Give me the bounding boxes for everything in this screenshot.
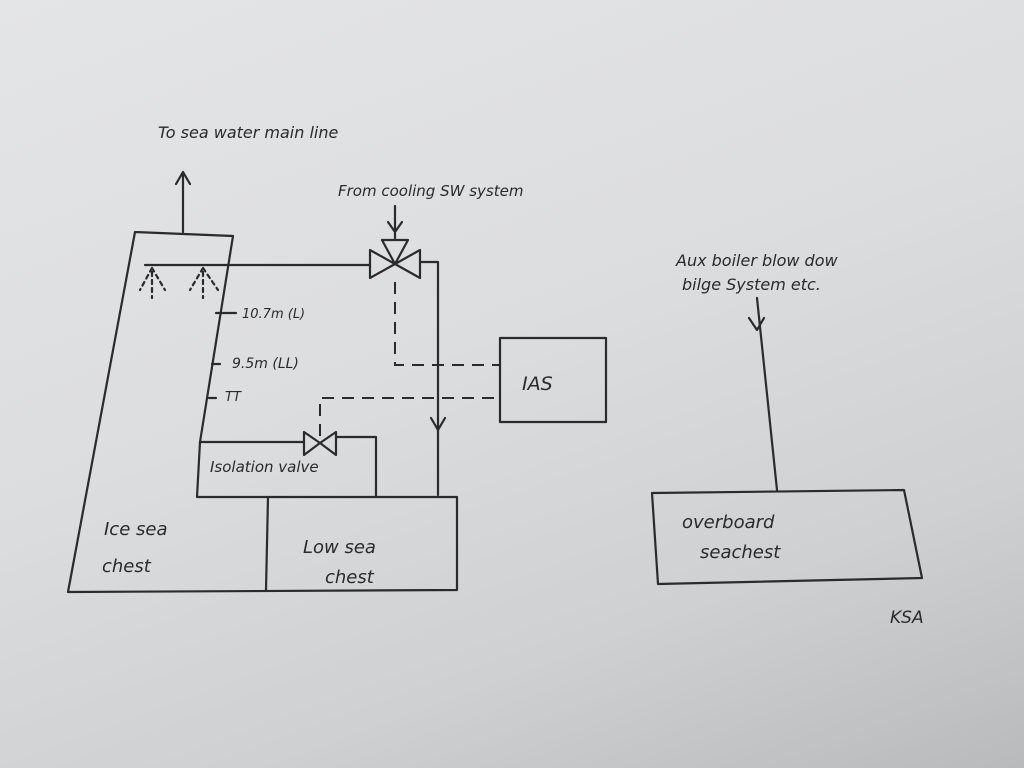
chest-divider [264,495,270,592]
to-main-line-label: To sea water main line [158,123,339,142]
low-sea-chest-label: Low sea [303,537,376,558]
isolation-valve-icon [302,430,338,457]
level-ll-label: 9.5m (LL) [232,356,299,372]
overboard-inlet-pipe [747,296,779,492]
overboard-label: overboard [682,512,775,533]
level-l-label: 10.7m (L) [242,307,305,322]
isolation-outlet-pipe [334,435,378,499]
aux-boiler-label: Aux boiler blow dow [675,251,838,270]
ias-label: IAS [522,373,553,395]
bypass-pipe [418,260,447,497]
ice-sea-chest-label-2: chest [102,556,152,577]
three-way-valve-icon [368,238,422,280]
from-cooling-label: From cooling SW system [338,182,523,200]
isolation-signal-line [319,397,500,436]
overboard-seachest-box [650,488,924,586]
ice-sea-chest-outline [66,230,459,594]
valve-signal-line [394,282,500,366]
low-sea-chest-label-2: chest [325,567,375,588]
bilge-system-label: bilge System etc. [682,275,821,294]
spray-nozzle-icon [138,266,167,300]
isolation-valve-label: Isolation valve [210,458,319,476]
overboard-label-2: seachest [700,542,781,563]
ice-sea-chest-label: Ice sea [104,519,167,540]
signature: KSA [890,608,924,628]
cooling-inlet-arrow [386,204,404,240]
spray-nozzle-icon [188,266,220,300]
tt-label: TT [225,390,242,405]
main-line-pipe [174,170,192,234]
ias-box [498,336,608,424]
